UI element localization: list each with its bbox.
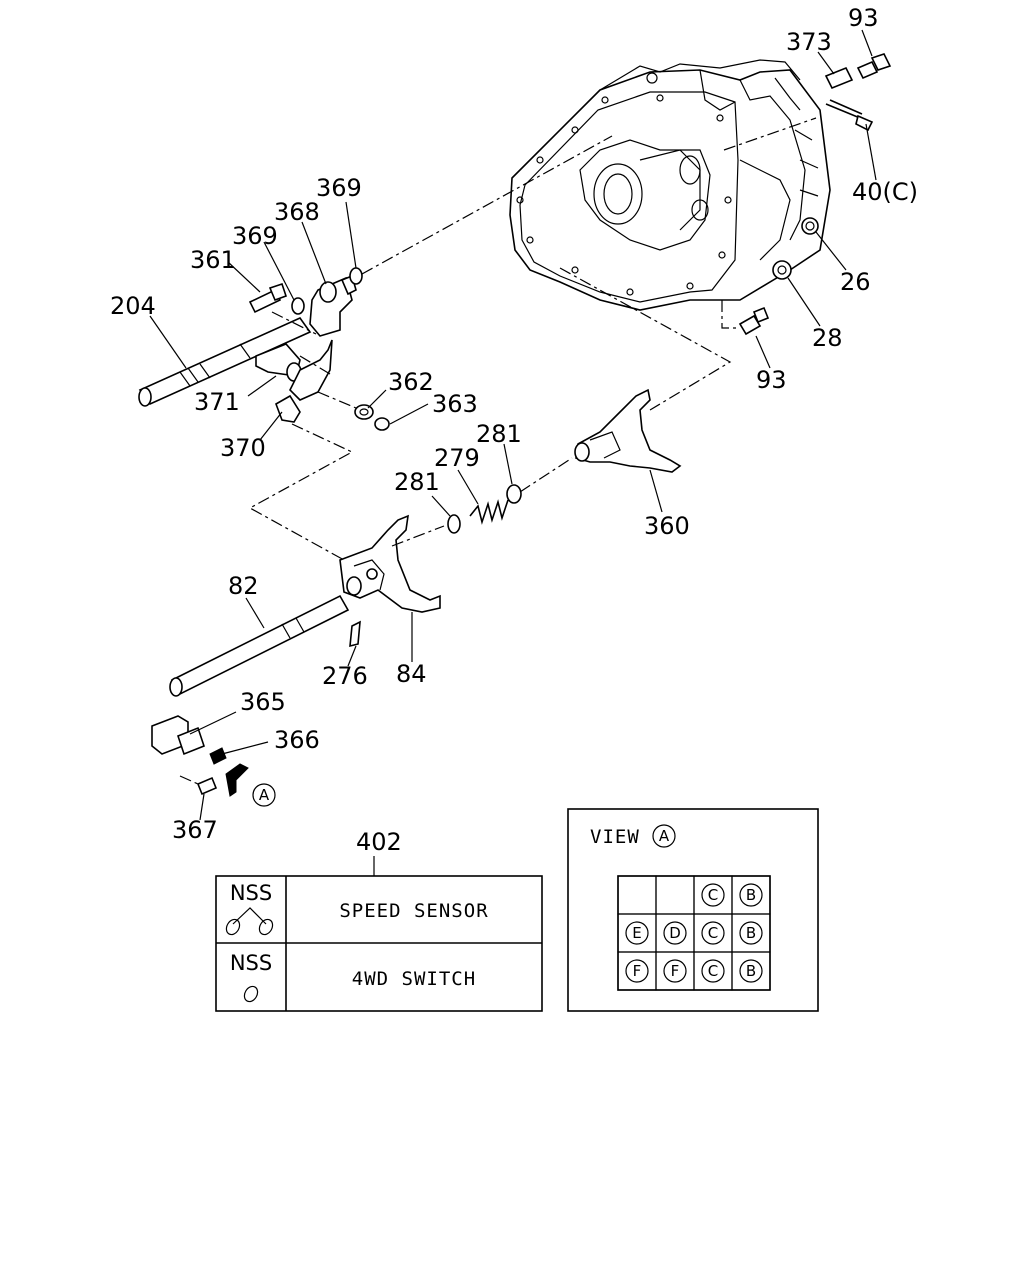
legend-row2-description: 4WD SWITCH (352, 968, 476, 990)
pin-367 (196, 776, 218, 796)
lever-368 (309, 274, 357, 337)
ring-363 (374, 417, 390, 431)
legend-row1-code: NSS (230, 881, 272, 905)
label-371: 371 (194, 388, 240, 416)
assembly-lines (179, 117, 817, 785)
label-84: 84 (396, 660, 427, 688)
plug-28 (772, 260, 792, 280)
washer-369-left (291, 297, 305, 315)
o-ring-icon (243, 985, 259, 1003)
plug-26 (801, 217, 819, 235)
cap-373 (824, 66, 854, 90)
label-93-bottom: 93 (756, 366, 787, 394)
bolt-361 (248, 282, 288, 314)
pin-letter: F (633, 962, 642, 980)
leader-lines (149, 29, 877, 821)
pin-circle (701, 921, 725, 945)
gasket-366 (209, 747, 227, 765)
washer-281-right (506, 484, 522, 504)
part-labels: 93 373 40(C) 369 368 369 361 204 26 28 9… (110, 4, 918, 856)
label-281-left: 281 (394, 468, 440, 496)
label-281-right: 281 (476, 420, 522, 448)
label-279: 279 (434, 444, 480, 472)
grid-cell (655, 875, 695, 915)
pin-circle (663, 921, 687, 945)
fork-84 (339, 514, 441, 613)
shaft-82 (169, 594, 350, 697)
view-a-box: VIEW A C B E D C B F F C B (567, 808, 819, 1012)
washer-362 (354, 404, 374, 420)
pin-letter: B (746, 962, 756, 980)
pin-circle (739, 883, 763, 907)
pin-circle (663, 959, 687, 983)
grid-cell (617, 875, 657, 915)
pin-circle (625, 921, 649, 945)
pin-letter: B (746, 886, 756, 904)
pin-letter: C (708, 962, 718, 980)
pin-circle (739, 921, 763, 945)
fork-360 (574, 388, 682, 473)
pin-letter: D (669, 924, 681, 942)
pin-276 (349, 620, 361, 648)
label-368: 368 (274, 198, 320, 226)
cable-40c (825, 99, 874, 132)
label-361: 361 (190, 246, 236, 274)
spring-279 (469, 499, 509, 525)
pin-circle (701, 883, 725, 907)
label-276: 276 (322, 662, 368, 690)
label-82: 82 (228, 572, 259, 600)
view-a-title: VIEW (590, 826, 640, 848)
label-367: 367 (172, 816, 218, 844)
label-93-top: 93 (848, 4, 879, 32)
grid-cell (731, 951, 771, 991)
label-365: 365 (240, 688, 286, 716)
label-370: 370 (220, 434, 266, 462)
label-369-right: 369 (316, 174, 362, 202)
label-373: 373 (786, 28, 832, 56)
view-a-marker: A (252, 783, 276, 807)
washer-369-right (349, 267, 363, 285)
fork-370 (275, 339, 333, 423)
legend-row1-description: SPEED SENSOR (339, 900, 488, 922)
pin-circle (625, 959, 649, 983)
label-363: 363 (432, 390, 478, 418)
view-a-arrow (225, 763, 249, 797)
label-26: 26 (840, 268, 871, 296)
pin-letter: F (671, 962, 680, 980)
label-366: 366 (274, 726, 320, 754)
legend-table: NSS SPEED SENSOR NSS 4WD SWITCH (215, 856, 543, 1012)
label-204: 204 (110, 292, 156, 320)
pin-letter: C (708, 886, 718, 904)
label-369-left: 369 (232, 222, 278, 250)
pin-letter: C (708, 924, 718, 942)
view-a-marker-letter: A (259, 786, 270, 804)
legend-row2-code: NSS (230, 951, 272, 975)
view-a-title-marker: A (659, 827, 670, 845)
pin-letter: E (632, 924, 641, 942)
label-360: 360 (644, 512, 690, 540)
washer-281-left (447, 514, 461, 534)
shaft-204 (138, 317, 312, 407)
connector-pin-grid: C B E D C B F F C B (617, 875, 771, 991)
switch-365 (151, 715, 205, 756)
label-362: 362 (388, 368, 434, 396)
pin-circle (739, 959, 763, 983)
pin-circle (701, 959, 725, 983)
label-402: 402 (356, 828, 402, 856)
double-o-ring-icon (225, 907, 274, 936)
bolt-93-bottom (738, 306, 770, 336)
label-28: 28 (812, 324, 843, 352)
bolt-93-top (856, 53, 892, 80)
pin-letter: B (746, 924, 756, 942)
label-40c: 40(C) (852, 178, 918, 206)
